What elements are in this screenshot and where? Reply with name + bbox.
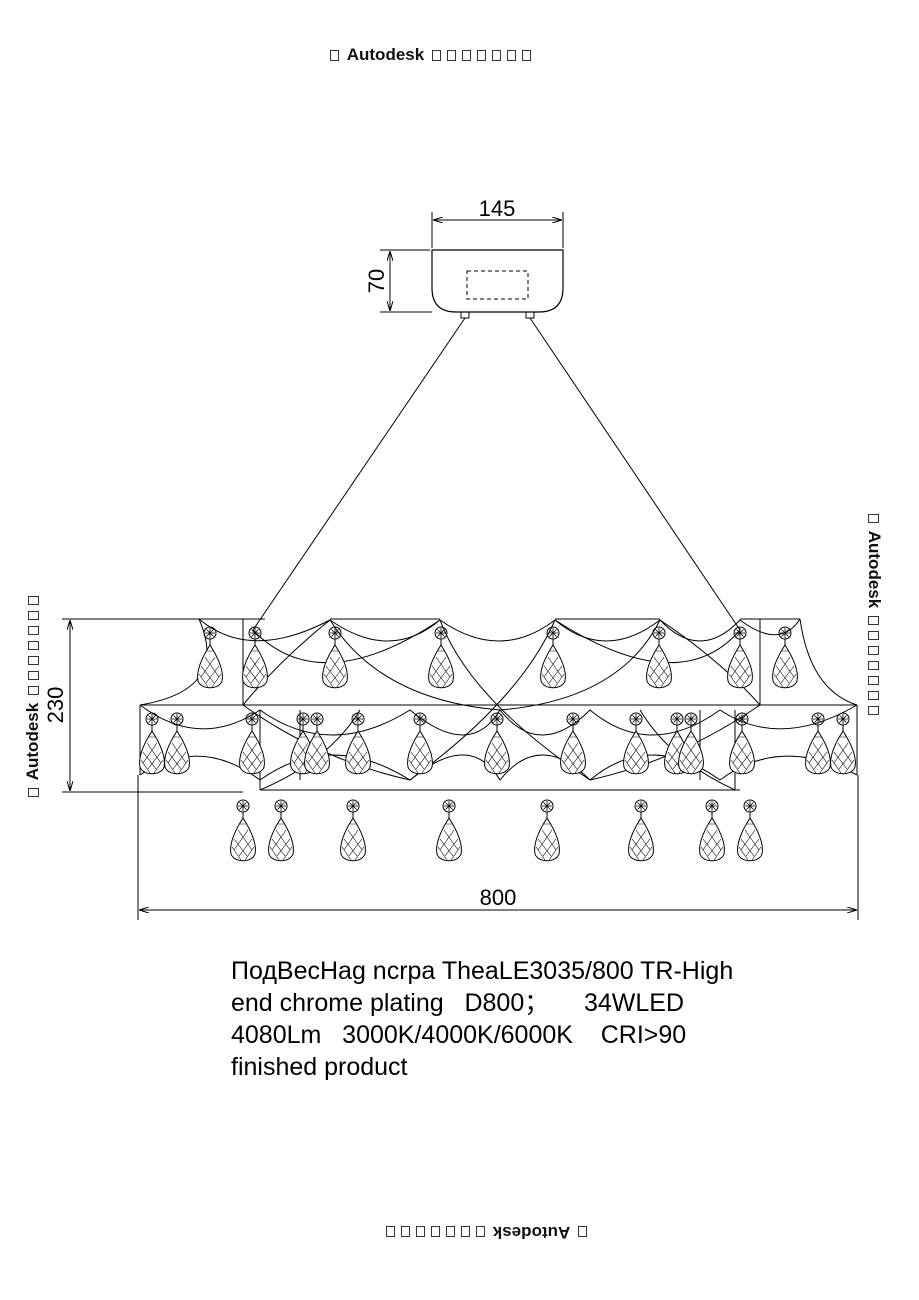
dimension-canopy-height bbox=[380, 249, 432, 313]
watermark-top: Autodesk bbox=[327, 45, 534, 65]
dim-label-body-height: 230 bbox=[43, 687, 68, 724]
caption-line: finished product bbox=[231, 1053, 408, 1081]
product-caption: ПодВесНаg ncrpa TheaLE3035/800 TR-High e… bbox=[231, 955, 733, 1083]
crystals-middle-tier bbox=[139, 712, 856, 775]
dim-label-canopy-height: 70 bbox=[364, 269, 389, 293]
suspension-cables bbox=[252, 317, 741, 631]
dimension-body-height bbox=[62, 618, 243, 793]
dim-label-canopy-width: 145 bbox=[479, 196, 516, 221]
dimension-canopy-width bbox=[431, 212, 564, 248]
dim-label-overall-width: 800 bbox=[480, 885, 517, 910]
watermark-text: Autodesk bbox=[346, 45, 425, 64]
dimension-overall-width bbox=[137, 775, 859, 920]
caption-line: end chrome plating D800； 34WLED bbox=[231, 989, 685, 1017]
caption-line: 4080Lm 3000K/4000K/6000K CRI>90 bbox=[231, 1021, 687, 1049]
canopy bbox=[431, 249, 564, 319]
crystals-bottom-tier bbox=[230, 799, 763, 862]
caption-line: ПодВесНаg ncrpa TheaLE3035/800 TR-High bbox=[231, 957, 734, 985]
